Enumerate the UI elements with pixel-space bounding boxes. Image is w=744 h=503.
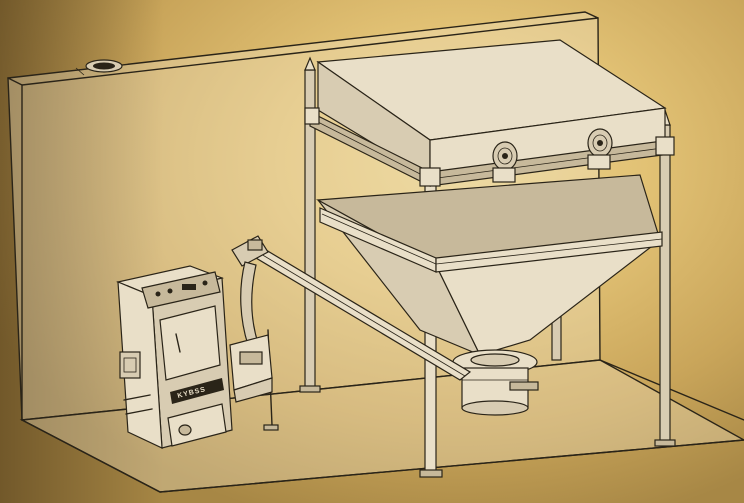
pellet-burner xyxy=(229,334,273,403)
silo-bag xyxy=(304,39,675,187)
auger-tube xyxy=(231,235,472,431)
belt-tensioner-right xyxy=(587,128,613,170)
floor xyxy=(19,359,744,493)
control-panel-knobs xyxy=(155,280,208,297)
boiler: KYBSS xyxy=(116,265,233,449)
silo-hopper xyxy=(315,174,663,357)
belt-tensioner-left xyxy=(492,141,518,183)
silo-outlet xyxy=(452,349,539,416)
